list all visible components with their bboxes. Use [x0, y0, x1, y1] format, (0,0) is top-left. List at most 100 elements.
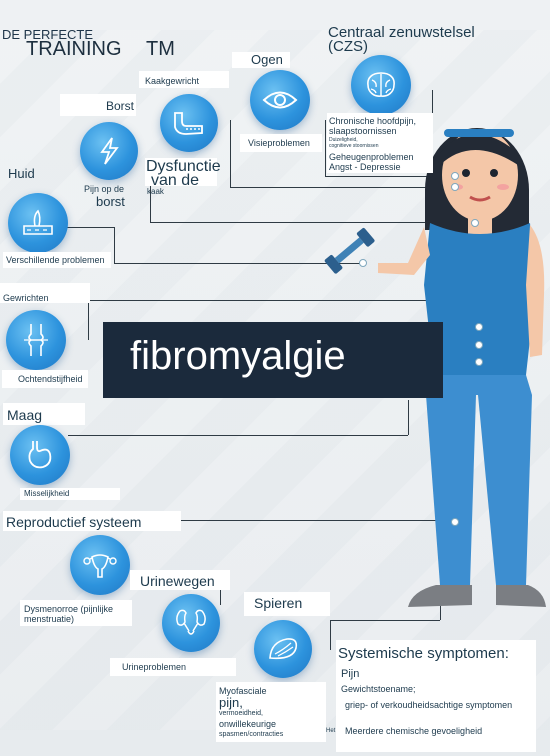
gewrichten-symptom: Ochtendstijfheid: [18, 374, 83, 384]
maag-symptom-box: [20, 488, 120, 500]
repro-symptom: menstruatie): [24, 614, 75, 624]
connector: [150, 222, 475, 223]
marker-dot: [451, 183, 459, 191]
skin-icon: [8, 193, 68, 253]
uterus-icon: [70, 535, 130, 595]
muscle-icon: [254, 620, 312, 678]
spieren-symptom-box: [216, 682, 326, 742]
marker-dot: [359, 259, 367, 267]
ogen-symptom-box: [240, 134, 322, 152]
borst-title: Borst: [106, 99, 135, 113]
gewrichten-symptom-box: [2, 370, 88, 388]
brand-tm: TM: [146, 38, 175, 60]
czs-title: Centraal zenuwstelsel: [328, 24, 475, 41]
czs-symptom: Chronische hoofdpijn,: [329, 116, 417, 126]
czs-symptom: Duizeligheid,: [329, 137, 358, 143]
marker-dot: [451, 518, 459, 526]
systemic-symptom: Gewichtstoename;: [341, 684, 416, 694]
ogen-title: Ogen: [251, 52, 283, 67]
connector: [408, 400, 409, 435]
huid-symptom: Verschillende problemen: [6, 255, 105, 265]
dumbbell-icon: [318, 220, 380, 285]
jaw-icon: [160, 94, 218, 152]
connector: [325, 176, 455, 177]
title-banner: [103, 322, 443, 398]
connector: [180, 520, 455, 521]
connector: [150, 180, 151, 222]
systemic-symptom: Pijn: [341, 668, 360, 680]
connector: [220, 590, 221, 605]
czs-subtitle: (CZS): [328, 38, 368, 55]
borst-symptom: Pijn op de: [84, 184, 125, 194]
urine-symptom-box: [110, 658, 236, 676]
spieren-symptom: spasmen/contracties: [219, 731, 284, 738]
czs-symptom: Angst - Depressie: [329, 162, 401, 172]
borst-label-box: [60, 94, 136, 116]
marker-dot: [471, 219, 479, 227]
kaak-symptom: kaak: [147, 187, 164, 196]
huid-title: Huid: [8, 166, 35, 181]
brain-icon: [351, 55, 411, 115]
spieren-symptom: Myofasciale: [219, 686, 267, 696]
kaak-symptom-box: [145, 158, 217, 186]
woman-illustration: [322, 95, 547, 615]
systemic-symptom: griep- of verkoudheidsachtige symptomen: [345, 700, 513, 710]
kaak-label-box: [139, 71, 229, 88]
urine-symptom: Urineproblemen: [122, 662, 187, 672]
czs-box: [327, 113, 433, 173]
repro-symptom: Dysmenorroe (pijnlijke: [24, 604, 114, 614]
systemic-symptom: Meerdere chemische gevoeligheid: [345, 726, 483, 736]
marker-dot: [475, 341, 483, 349]
spieren-symptom: onwillekeurige: [219, 719, 277, 729]
brand-top: DE PERFECTE: [2, 27, 94, 42]
joint-icon: [6, 310, 66, 370]
repro-symptom-box: [20, 600, 132, 626]
gewrichten-title: Gewrichten: [3, 293, 49, 303]
borst-symptom: borst: [96, 194, 125, 209]
ogen-symptom: Visieproblemen: [248, 138, 310, 148]
kaak-symptom: Dysfunctie: [146, 158, 221, 175]
eye-icon: [250, 70, 310, 130]
connector: [114, 227, 115, 263]
huid-symptom-box: [3, 252, 111, 268]
chest-pain-icon: [80, 122, 138, 180]
repro-label-box: [3, 511, 181, 531]
systemic-symptom: Het: [326, 728, 336, 734]
systemic-title: Systemische symptomen:: [338, 645, 509, 662]
marker-dot: [475, 358, 483, 366]
maag-title: Maag: [7, 407, 43, 423]
kaak-title: Kaakgewricht: [145, 76, 200, 86]
connector: [330, 620, 440, 621]
marker-dot: [475, 323, 483, 331]
gewrichten-label-box: [0, 283, 90, 303]
ogen-label-box: [232, 52, 290, 68]
brand-main: TRAINING: [26, 38, 122, 60]
urine-label-box: [130, 570, 230, 590]
connector: [230, 187, 455, 188]
spieren-symptom: vermoeidheid,: [219, 710, 263, 717]
repro-title: Reproductief systeem: [6, 514, 142, 530]
connector: [325, 120, 326, 176]
page-title: fibromyalgie: [130, 334, 346, 378]
marker-dot: [451, 172, 459, 180]
kidney-icon: [162, 594, 220, 652]
stomach-icon: [10, 425, 70, 485]
connector: [114, 263, 364, 264]
urine-title: Urinewegen: [140, 573, 215, 589]
maag-label-box: [3, 403, 85, 425]
czs-symptom: slaapstoornissen: [329, 126, 397, 136]
connector: [330, 620, 331, 650]
connector: [90, 300, 475, 301]
kaak-symptom: van de: [151, 172, 200, 189]
connector: [88, 300, 89, 340]
czs-symptom: Geheugenproblemen: [329, 152, 414, 162]
connector: [68, 435, 408, 436]
systemic-box: [336, 640, 536, 752]
spieren-label-box: [244, 592, 330, 616]
czs-symptom: cognitieve stoornissen: [329, 143, 379, 149]
connector: [230, 120, 231, 187]
connector: [64, 227, 114, 228]
maag-symptom: Misselijkheid: [24, 489, 70, 498]
spieren-title: Spieren: [254, 595, 303, 611]
spieren-symptom: pijn,: [219, 695, 243, 710]
